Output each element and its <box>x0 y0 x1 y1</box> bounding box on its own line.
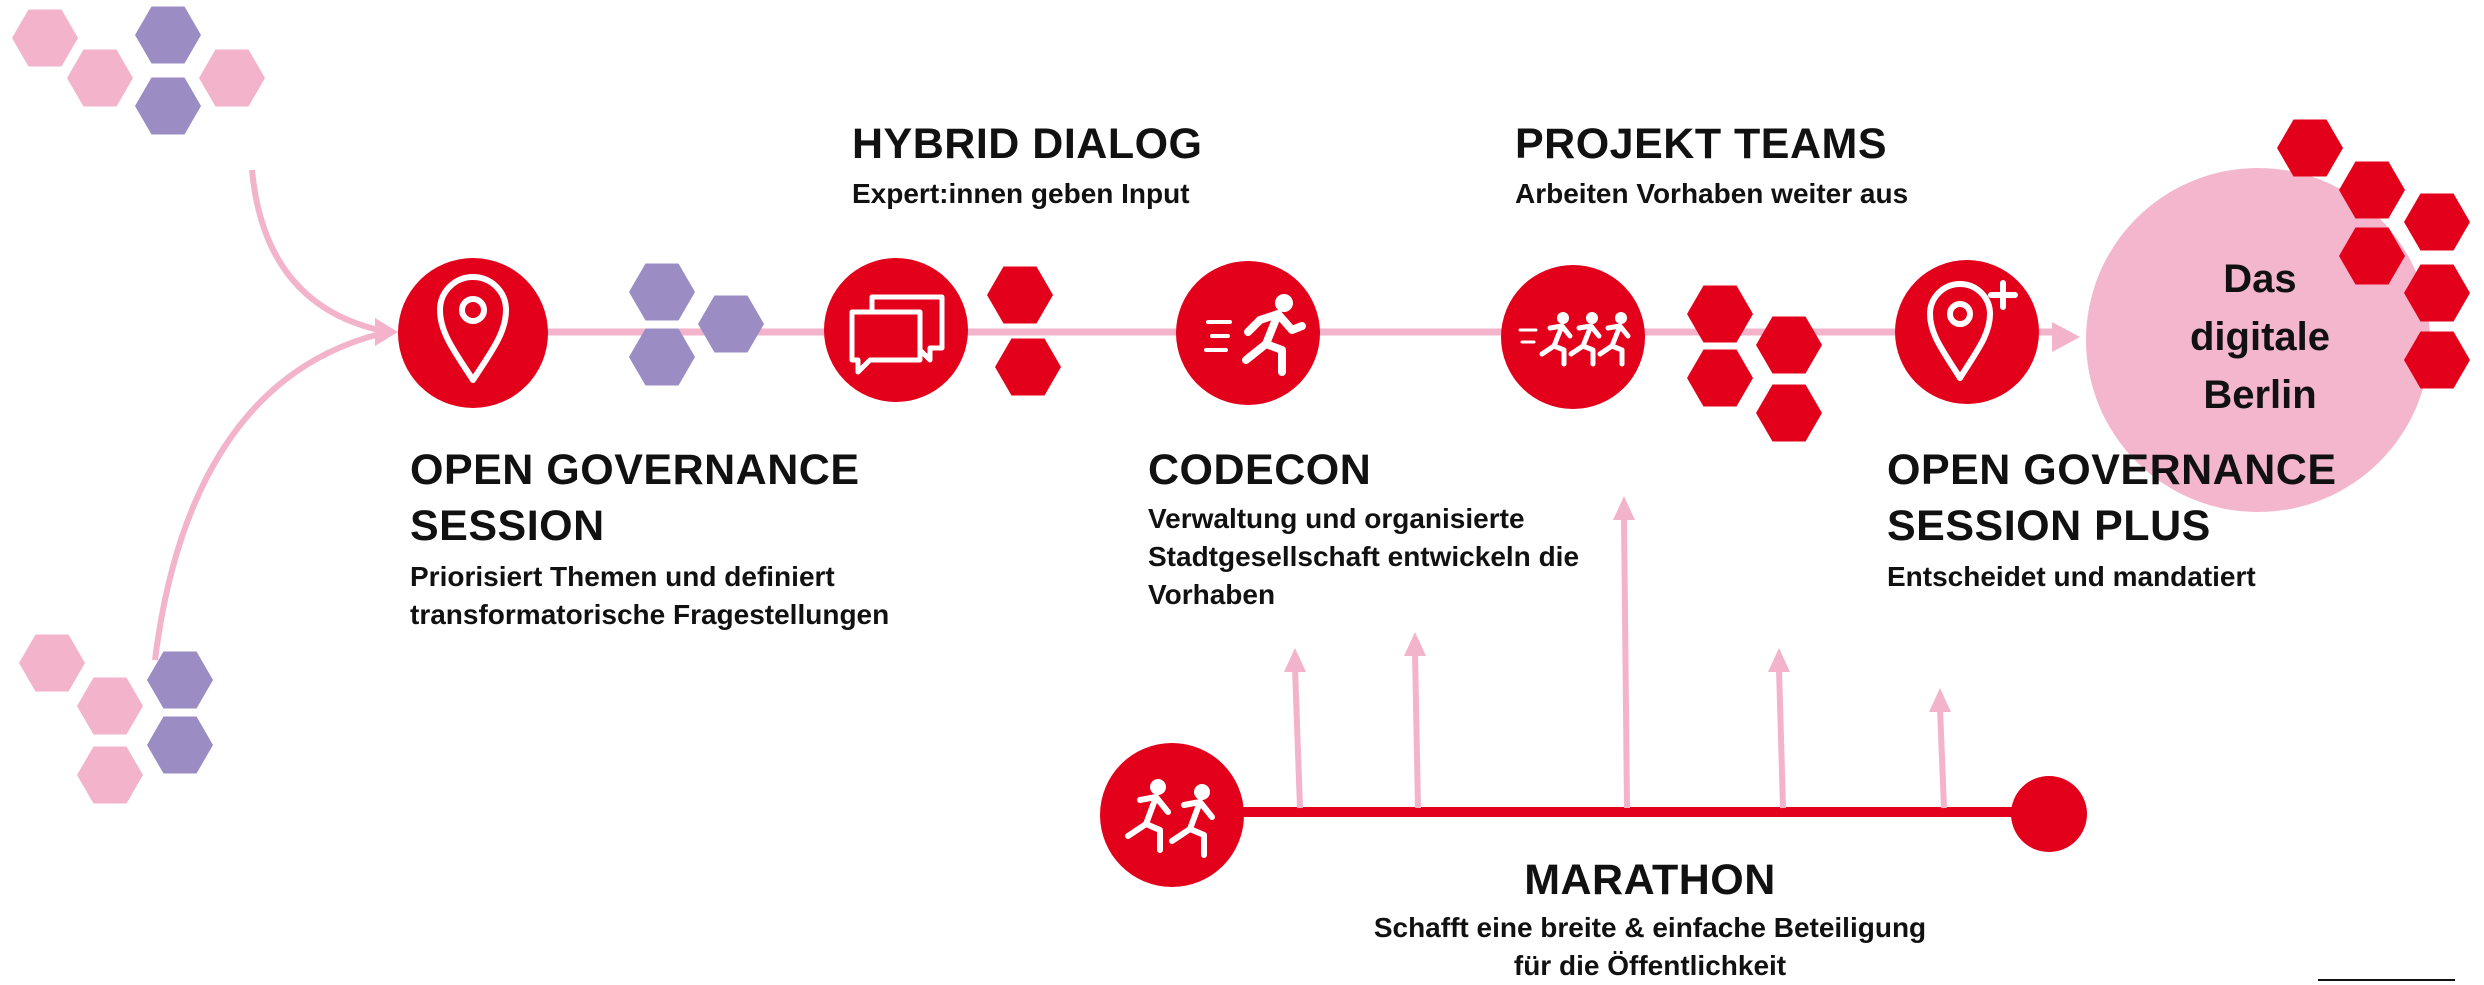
hexagon-cluster-purple-1 <box>629 263 764 386</box>
hexagon <box>1756 384 1822 442</box>
hybrid-title: HYBRID DIALOG <box>852 120 1203 168</box>
hexagon <box>1756 316 1822 374</box>
ogs-plus-description: Entscheidet und mandatiert <box>1887 561 2256 592</box>
hexagon <box>995 338 1061 396</box>
map-pin-icon <box>437 274 509 383</box>
hexagon <box>987 266 1053 324</box>
stage-circle <box>1501 265 1645 409</box>
marathon-description: Schafft eine breite & einfache Beteiligu… <box>1250 909 2050 985</box>
stage-open-governance-session <box>398 258 548 408</box>
stage-circle <box>1100 743 1244 887</box>
hexagon-cluster-bottom-left <box>19 634 213 804</box>
marathon-desc-line2: für die Öffentlichkeit <box>1513 950 1787 981</box>
incoming-curve-bottom <box>152 329 389 661</box>
stage-circle <box>398 258 548 408</box>
hexagon <box>2277 119 2343 177</box>
two-runners-icon <box>1125 779 1215 858</box>
map-pin-plus-icon <box>1927 280 2018 381</box>
hexagon <box>77 677 143 735</box>
teams-title: PROJEKT TEAMS <box>1515 120 1888 168</box>
hexagon <box>629 263 695 321</box>
hexagon <box>77 746 143 804</box>
stage-circle <box>1895 260 2039 404</box>
marathon-title: MARATHON <box>1524 856 1776 904</box>
ogs-title-line1: OPEN GOVERNANCE <box>410 446 860 494</box>
goal-label: Das digitale Berlin <box>2130 250 2390 424</box>
hexagon <box>147 716 213 774</box>
hexagon <box>67 49 133 107</box>
goal-line3: Berlin <box>2203 373 2317 417</box>
incoming-arrowhead <box>375 318 398 346</box>
hexagon <box>199 49 265 107</box>
stage-marathon <box>1100 743 1244 887</box>
ogs-plus-title-line1: OPEN GOVERNANCE <box>1887 446 2337 494</box>
running-person-icon <box>1204 294 1306 376</box>
hexagon-cluster-red-2 <box>1687 285 1822 442</box>
hexagon <box>12 9 78 67</box>
ogs-plus-title-line2: SESSION PLUS <box>1887 502 2211 550</box>
goal-line2: digitale <box>2189 315 2331 359</box>
marathon-desc-line1: Schafft eine breite & einfache Beteiligu… <box>1373 912 1927 943</box>
teams-description: Arbeiten Vorhaben weiter aus <box>1515 178 1909 209</box>
ogs-desc-line1: Priorisiert Themen und definiert <box>410 561 835 592</box>
codecon-description: Verwaltung und organisierte Stadtgesells… <box>1148 500 1579 614</box>
codecon-title: CODECON <box>1148 446 1372 494</box>
codecon-desc-line2: Stadtgesellschaft entwickeln die <box>1148 541 1580 572</box>
stage-codecon <box>1176 261 1320 405</box>
codecon-desc-line1: Verwaltung und organisierte <box>1148 503 1525 534</box>
stage-open-governance-session-plus <box>1895 260 2039 404</box>
hexagon <box>698 295 764 353</box>
hexagon <box>2404 193 2470 251</box>
stage-projekt-teams <box>1501 265 1645 409</box>
hexagon <box>1687 349 1753 407</box>
ogs-plus-title: OPEN GOVERNANCE SESSION PLUS <box>1887 442 2337 554</box>
marathon-arrows <box>1284 496 1951 809</box>
timeline-arrowhead <box>2052 322 2080 352</box>
incoming-curve-top <box>249 169 389 335</box>
hexagon <box>135 6 201 64</box>
ogs-title-line2: SESSION <box>410 502 605 550</box>
ogs-description: Priorisiert Themen und definiert transfo… <box>410 558 889 634</box>
ogs-title: OPEN GOVERNANCE SESSION <box>410 442 860 554</box>
marathon-end-dot <box>2011 776 2087 852</box>
goal-line1: Das <box>2223 257 2297 301</box>
running-group-icon <box>1518 312 1631 367</box>
codecon-desc-line3: Vorhaben <box>1148 579 1276 610</box>
hexagon <box>135 77 201 135</box>
ogs-desc-line2: transformatorische Fragestellungen <box>410 599 890 630</box>
hexagon-cluster-top-left <box>12 6 265 135</box>
hexagon <box>629 328 695 386</box>
hybrid-description: Expert:innen geben Input <box>852 178 1190 209</box>
hexagon <box>19 634 85 692</box>
stage-hybrid-dialog <box>824 258 968 402</box>
chat-bubbles-icon <box>849 294 945 375</box>
